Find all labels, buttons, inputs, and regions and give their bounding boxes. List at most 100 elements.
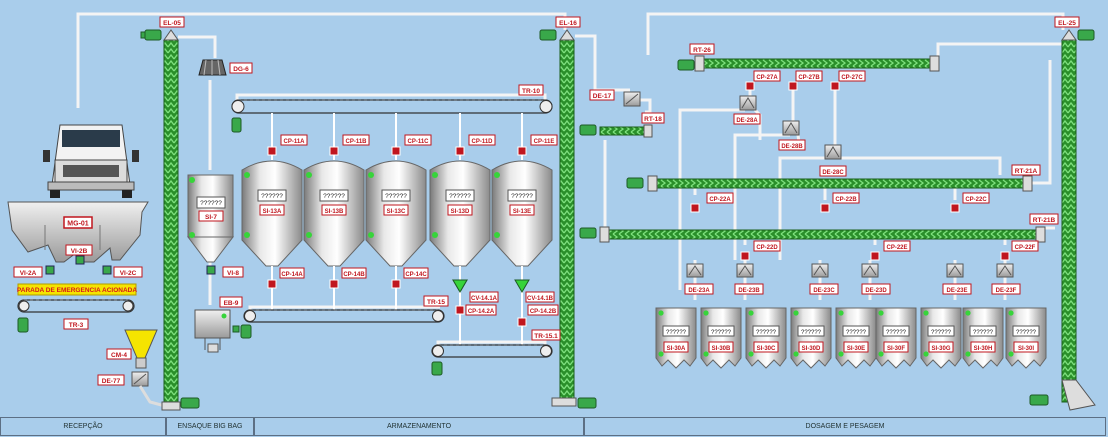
tag-el25[interactable]: EL-25	[1054, 16, 1080, 28]
mg01-hopper[interactable]: MG-01	[7, 201, 149, 263]
de23c[interactable]: DE-23C	[809, 263, 839, 295]
tag-rt18[interactable]: RT-18	[641, 112, 665, 124]
conveyor-tr3[interactable]	[17, 299, 135, 313]
silo-si13c[interactable]: ?????? SI-13C	[365, 160, 427, 267]
tag-tr15[interactable]: TR-15	[423, 295, 449, 307]
section-dosagem-e-pesagem[interactable]: DOSAGEM E PESAGEM	[584, 417, 1106, 436]
valve-cp22d[interactable]: CP-22D	[740, 240, 781, 261]
svg-text:CP-11A: CP-11A	[283, 139, 305, 145]
silo-si30f[interactable]: ??????SI-30F	[875, 307, 917, 369]
svg-text:DE-17: DE-17	[593, 93, 612, 100]
tag-el16[interactable]: EL-16	[555, 16, 581, 28]
motor-icon	[579, 124, 597, 136]
silo-si30e[interactable]: ??????SI-30E	[835, 307, 877, 369]
valve-cp14a[interactable]: CP-14A	[267, 266, 305, 310]
silo-si30g[interactable]: ??????SI-30G	[920, 307, 962, 369]
screw-rt18[interactable]	[599, 124, 653, 138]
conveyor-tr151[interactable]	[431, 344, 553, 358]
tag-dg6[interactable]: DG-6	[229, 62, 253, 74]
de23f[interactable]: DE-23F	[991, 263, 1021, 295]
tag-vi2c[interactable]: VI-2C	[113, 266, 143, 278]
valve-cp22e[interactable]: CP-22E	[870, 240, 911, 261]
valve-cp22b[interactable]: CP-22B	[820, 192, 860, 213]
section-armazenamento[interactable]: ARMAZENAMENTO	[254, 417, 584, 436]
silo-si30b[interactable]: ??????SI-30B	[700, 307, 742, 369]
tag-rt26[interactable]: RT-26	[689, 43, 715, 55]
cone-valve-cv141a[interactable]	[452, 266, 468, 345]
section-ensaque-big-bag[interactable]: ENSAQUE BIG BAG	[166, 417, 254, 436]
tag-cv141a[interactable]: CV-14.1A	[469, 291, 499, 303]
tag-cm4[interactable]: CM-4	[106, 348, 132, 360]
elevator-el16[interactable]	[551, 29, 577, 407]
de28a-diverter[interactable]	[739, 95, 757, 111]
de17-diverter[interactable]	[623, 91, 641, 107]
dg6-distributor[interactable]	[198, 59, 227, 76]
section-recepcao[interactable]: RECEPÇÃO	[0, 417, 166, 436]
cm4-funnel[interactable]	[124, 329, 158, 369]
tag-tr3[interactable]: TR-3	[63, 318, 89, 330]
tag-cp142b[interactable]: CP-14.2B	[527, 304, 559, 316]
tag-cp142a[interactable]: CP-14.2A	[465, 304, 497, 316]
valve-cp11a[interactable]: CP-11A	[267, 113, 308, 160]
svg-text:SI-30E: SI-30E	[847, 346, 865, 352]
silo-value: ??????	[323, 193, 345, 200]
de23e[interactable]: DE-23E	[942, 263, 972, 295]
de77-diverter[interactable]	[131, 371, 149, 387]
silo-name: SI-13C	[387, 209, 406, 215]
tag-vi2a[interactable]: VI-2A	[13, 266, 43, 278]
tag-de28a[interactable]: DE-28A	[733, 113, 761, 125]
tag-rt21b[interactable]: RT-21B	[1029, 213, 1059, 225]
valve-cp11d[interactable]: CP-11D	[455, 113, 496, 160]
valve-cp22c[interactable]: CP-22C	[950, 192, 990, 213]
tag-cv141b[interactable]: CV-14.1B	[525, 291, 555, 303]
conveyor-tr10[interactable]	[231, 99, 553, 114]
tag-eb9[interactable]: EB-9	[219, 296, 243, 308]
valve-cp11c[interactable]: CP-11C	[391, 113, 432, 160]
big-bag-eb9[interactable]	[194, 309, 231, 353]
silo-si7[interactable]: ?????? SI-7	[186, 174, 235, 263]
tag-de28b[interactable]: DE-28B	[778, 139, 806, 151]
screw-rt26[interactable]	[694, 55, 940, 72]
screw-rt21a[interactable]	[647, 175, 1033, 192]
de23b[interactable]: DE-23B	[734, 263, 764, 295]
svg-text:??????: ??????	[801, 330, 822, 336]
valve-cp27b[interactable]: CP-27B	[788, 70, 823, 91]
valve-cp11b[interactable]: CP-11B	[329, 113, 370, 160]
de28b-diverter[interactable]	[782, 120, 800, 136]
de28c-diverter[interactable]	[824, 144, 842, 160]
tag-vi2b[interactable]: VI-2B	[65, 244, 93, 256]
silo-si13b[interactable]: ?????? SI-13B	[303, 160, 365, 267]
tag-de28c[interactable]: DE-28C	[819, 165, 847, 177]
silo-si30c[interactable]: ??????SI-30C	[745, 307, 787, 369]
silo-si13e[interactable]: ?????? SI-13E	[491, 160, 553, 267]
valve-cp14b[interactable]: CP-14B	[329, 266, 367, 310]
valve-cp22a[interactable]: CP-22A	[690, 192, 734, 213]
screw-rt21b[interactable]	[599, 226, 1046, 243]
vi8-valve[interactable]	[206, 265, 216, 275]
silo-si30h[interactable]: ??????SI-30H	[962, 307, 1004, 369]
silo-si30d[interactable]: ??????SI-30D	[790, 307, 832, 369]
tag-rt21a[interactable]: RT-21A	[1011, 164, 1041, 176]
valve-cp27c[interactable]: CP-27C	[830, 70, 866, 91]
de23a[interactable]: DE-23A	[684, 263, 714, 295]
valve-cp11e[interactable]: CP-11E	[517, 113, 558, 160]
elevator-el25[interactable]	[1061, 29, 1096, 411]
tag-tr10[interactable]: TR-10	[518, 84, 544, 96]
conveyor-tr15[interactable]	[243, 309, 445, 323]
tag-vi8[interactable]: VI-8	[222, 266, 244, 278]
silo-si30a[interactable]: ??????SI-30A	[655, 307, 697, 369]
silo-si13a[interactable]: ?????? SI-13A	[241, 160, 303, 267]
tag-de77[interactable]: DE-77	[97, 374, 125, 386]
tag-de17[interactable]: DE-17	[589, 89, 615, 101]
tag-tr151[interactable]: TR-15.1	[531, 329, 561, 341]
valve-cp22f[interactable]: CP-22F	[1000, 240, 1039, 261]
cone-valve-cv141b[interactable]	[514, 266, 530, 345]
elevator-el05[interactable]	[161, 29, 181, 411]
valve-cp27a[interactable]: CP-27A	[745, 70, 781, 91]
tag-el05[interactable]: EL-05	[159, 16, 185, 28]
silo-si30i[interactable]: ??????SI-30I	[1005, 307, 1047, 369]
silo-si13d[interactable]: ?????? SI-13D	[429, 160, 491, 267]
valve-cp14c[interactable]: CP-14C	[391, 266, 429, 310]
de23d[interactable]: DE-23D	[861, 263, 891, 295]
